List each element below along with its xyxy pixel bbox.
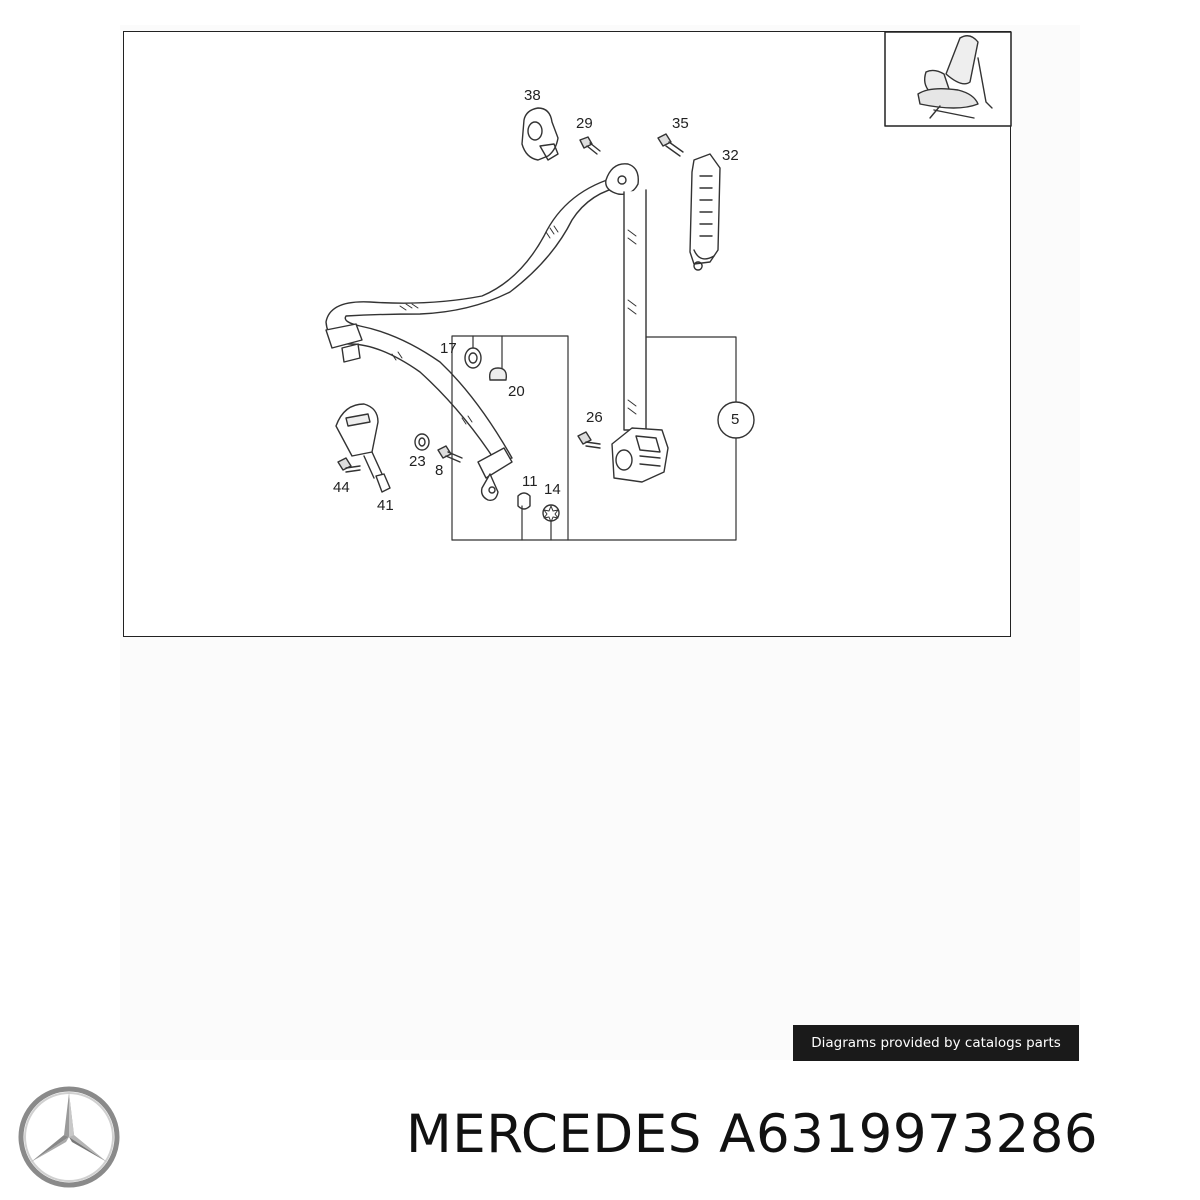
callout-38: 38 (524, 87, 541, 104)
callout-5: 5 (731, 411, 740, 428)
part-14-star-washer (542, 504, 560, 523)
callout-26: 26 (586, 409, 603, 426)
callout-11: 11 (522, 473, 538, 490)
part-32-height-adjuster (689, 153, 721, 271)
callout-17: 17 (440, 340, 457, 357)
callout-44: 44 (333, 479, 350, 496)
credit-text: Diagrams provided by catalogs parts (811, 1035, 1061, 1051)
part-44-bolt (337, 457, 361, 473)
callout-14: 14 (544, 481, 561, 498)
callout-35: 35 (672, 115, 689, 132)
callout-32: 32 (722, 147, 739, 164)
part-41-buckle (335, 403, 391, 493)
callout-41: 41 (377, 497, 394, 514)
mercedes-star-icon (18, 1086, 120, 1188)
callout-29: 29 (576, 115, 593, 132)
part-35-bolt (657, 133, 684, 157)
part-17-grommet (464, 347, 482, 369)
part-20-cap (488, 367, 508, 381)
callout-20: 20 (508, 383, 525, 400)
part-38-guide-bracket (521, 107, 559, 161)
callout-23: 23 (409, 453, 426, 470)
seat-thumbnail-inset (884, 31, 1012, 127)
part-26-bolt (577, 431, 601, 449)
part-29-bolt (579, 136, 601, 155)
brand-part-title: MERCEDES A6319973286 (406, 1104, 1099, 1165)
part-11-bushing (517, 492, 531, 510)
part-23-spacer (414, 433, 430, 451)
belt-webbing (325, 163, 647, 502)
callout-8: 8 (435, 462, 444, 479)
callout-5-circle (717, 401, 755, 439)
part-5-retractor (611, 427, 669, 483)
diagram-credit-banner: Diagrams provided by catalogs parts (793, 1025, 1079, 1061)
part-8-bolt (437, 445, 463, 463)
parts-diagram-frame (123, 31, 1011, 637)
